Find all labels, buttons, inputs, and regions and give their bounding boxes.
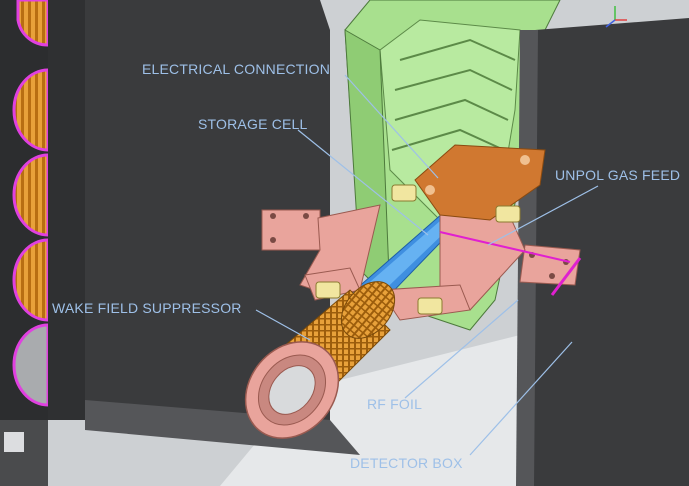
leader-wake-field-suppressor (255, 309, 311, 341)
label-storage-cell: STORAGE CELL (198, 116, 308, 132)
left-plate-edge (48, 0, 85, 420)
electrical-connection-plate (414, 144, 546, 221)
leader-detector-box (469, 341, 573, 456)
left-plate (48, 0, 330, 420)
label-rf-foil: RF FOIL (367, 396, 423, 412)
wake-field-suppressor (244, 281, 396, 439)
left-base (0, 420, 48, 486)
label-unpol-gas-feed: UNPOL GAS FEED (555, 167, 681, 183)
label-detector-box: DETECTOR BOX (350, 455, 463, 471)
base-block (4, 432, 24, 452)
leader-unpol-gas-feed (487, 185, 599, 246)
label-wake-field-suppressor: WAKE FIELD SUPPRESSOR (52, 300, 242, 316)
detector-box-panel (530, 18, 689, 486)
label-electrical-connection: ELECTRICAL CONNECTION (142, 61, 331, 77)
leader-storage-cell (297, 129, 429, 236)
axis-triad-icon (605, 6, 627, 28)
left-plate-bottom (85, 400, 360, 455)
gas-feed-line (439, 231, 582, 296)
leader-rf-foil (404, 299, 519, 399)
insulators (315, 184, 521, 315)
leader-electrical-connection (344, 74, 439, 179)
left-coil-stack (12, 0, 50, 407)
leader-lines (255, 74, 599, 456)
